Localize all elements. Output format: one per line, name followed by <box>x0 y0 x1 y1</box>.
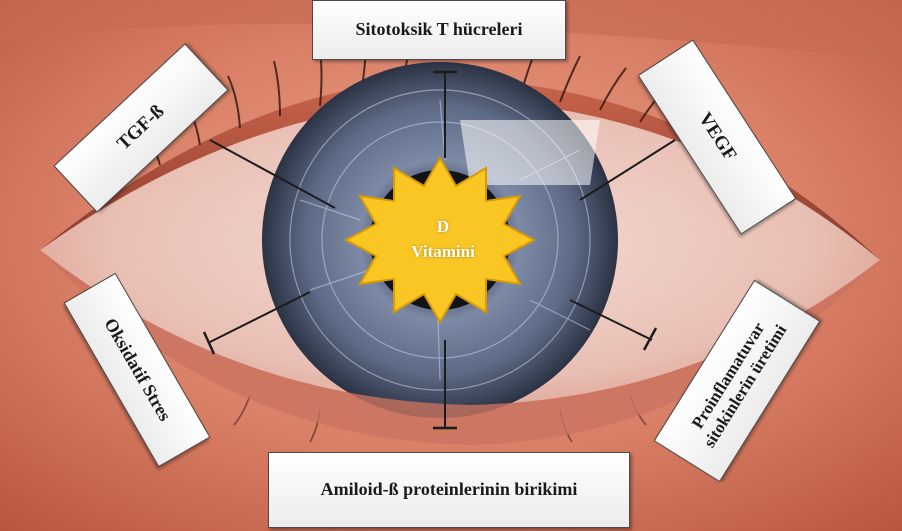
box-tgf-beta-text: TGF-ß <box>113 101 169 156</box>
box-amyloid-beta-text: Amiloid-ß proteinlerinin birikimi <box>321 479 578 501</box>
box-amyloid-beta: Amiloid-ß proteinlerinin birikimi <box>268 452 630 528</box>
box-cytotoxic-t-cells-text: Sitotoksik T hücreleri <box>355 19 522 41</box>
vitamin-d-word: Vitamini <box>411 240 475 265</box>
vitamin-d-letter: D <box>437 215 449 240</box>
box-cytotoxic-t-cells: Sitotoksik T hücreleri <box>312 0 566 60</box>
vitamin-d-label: D Vitamini <box>378 205 508 275</box>
box-vegf-text: VEGF <box>693 109 741 166</box>
